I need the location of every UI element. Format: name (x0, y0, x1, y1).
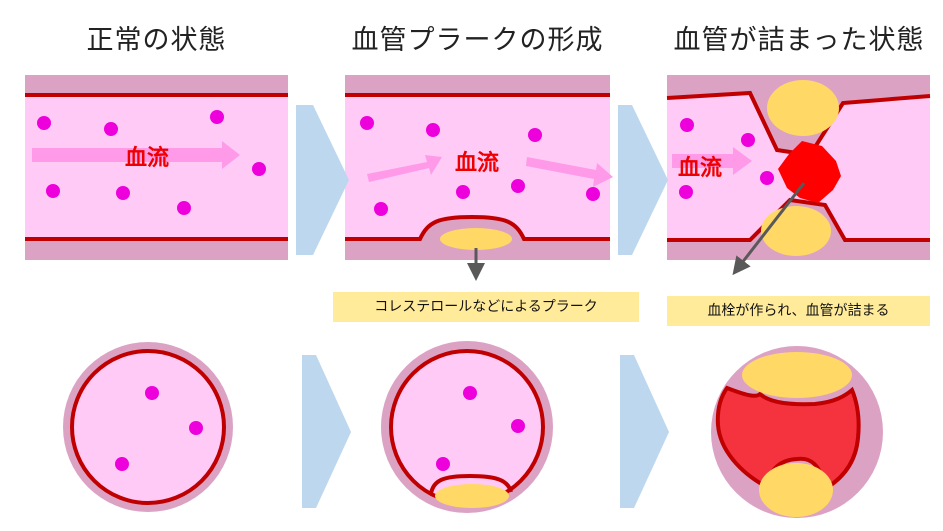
stage-title-plaque: 血管プラークの形成 (351, 25, 604, 56)
blood-flow-arrow (367, 155, 442, 182)
stage-arrow (620, 355, 669, 508)
cross-section-normal (63, 342, 233, 512)
plaque-lower (759, 463, 833, 517)
blood-flow-arrow (672, 147, 752, 175)
blood-flow-arrow (32, 141, 240, 169)
blood-flow-label: 血流 (125, 146, 170, 171)
stage-arrows (296, 105, 669, 508)
stage-arrow (302, 355, 351, 508)
stage-title-blocked: 血管が詰まった状態 (673, 25, 925, 56)
stage-arrow (618, 105, 668, 255)
vessel-plaque-longitudinal (345, 75, 613, 281)
cross-section-plaque (381, 341, 553, 513)
plaque-annotation: コレステロールなどによるプラーク (333, 292, 639, 322)
blood-flow-arrow (526, 157, 613, 187)
blood-flow-label: 血流 (455, 151, 500, 176)
cross-section-blocked (711, 346, 883, 518)
thrombus (715, 385, 861, 490)
blood-cells (360, 116, 600, 216)
vessel-normal-longitudinal (25, 75, 288, 260)
stage-arrow (296, 105, 349, 255)
plaque (440, 228, 512, 250)
thrombus-indicator-arrow (732, 182, 806, 276)
blood-flow-label: 血流 (678, 156, 723, 181)
plaque-upper (742, 352, 852, 398)
plaque-lower (761, 206, 831, 256)
vessel-blocked-longitudinal (666, 75, 931, 276)
blood-cells (679, 118, 774, 199)
blood-cells (37, 110, 266, 215)
clot-annotation: 血栓が作られ、血管が詰まる (667, 296, 930, 326)
thrombus (778, 141, 841, 203)
plaque (435, 484, 509, 508)
stage-title-normal: 正常の状態 (86, 25, 227, 56)
plaque-upper (767, 80, 839, 136)
